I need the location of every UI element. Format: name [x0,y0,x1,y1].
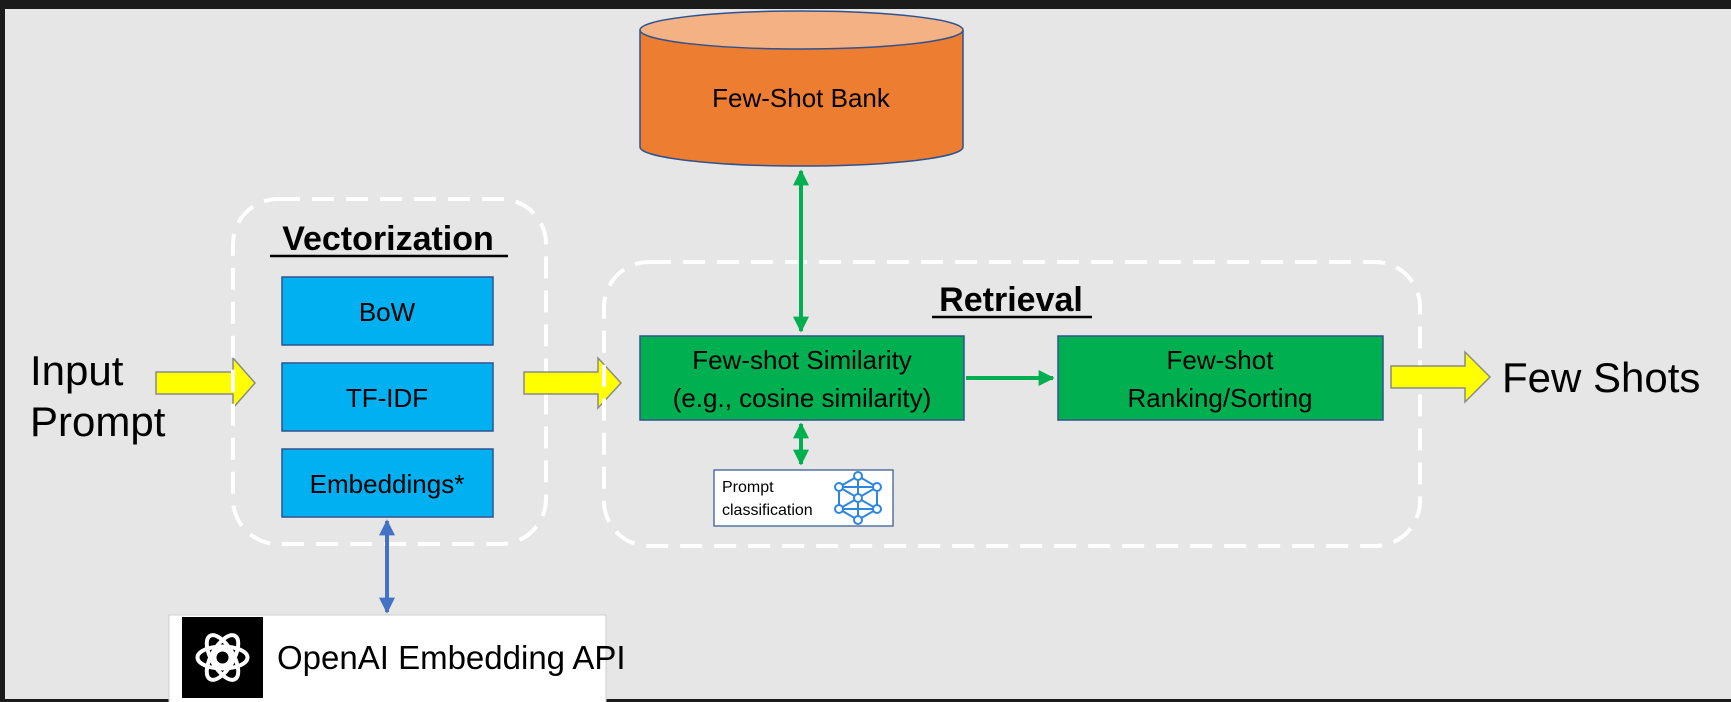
prompt-classification-line2: classification [722,502,813,519]
tfidf-box [281,362,494,432]
similarity-box [639,335,965,421]
bow-label: BoW [359,297,416,327]
input-label-line1: Input [30,347,124,394]
similarity-label-line1: Few-shot Similarity [692,345,912,375]
embeddings-box [281,448,494,518]
arrow-vectorization-to-retrieval [523,356,623,410]
bow-box [281,276,494,346]
ranking-label-line2: Ranking/Sorting [1128,383,1313,413]
tfidf-label: TF-IDF [346,383,428,413]
retrieval-title: Retrieval [939,281,1083,319]
few-shot-bank-label: Few-Shot Bank [712,83,891,113]
ranking-box [1057,335,1384,421]
few-shots-label: Few Shots [1502,354,1700,401]
vectorization-title: Vectorization [282,220,494,258]
input-label-line2: Prompt [30,398,166,445]
openai-api-label: OpenAI Embedding API [277,639,626,676]
retrieval-group [602,260,1422,548]
neural-network-icon [834,471,882,525]
arrow-input-to-vectorization [155,356,256,410]
arrow-ranking-to-output [1390,350,1492,404]
embeddings-label: Embeddings* [310,469,465,499]
similarity-label-line2: (e.g., cosine similarity) [673,383,932,413]
few-shot-bank-cylinder [639,10,964,167]
ranking-label-line1: Few-shot [1167,345,1275,375]
prompt-classification-line1: Prompt [722,479,774,496]
